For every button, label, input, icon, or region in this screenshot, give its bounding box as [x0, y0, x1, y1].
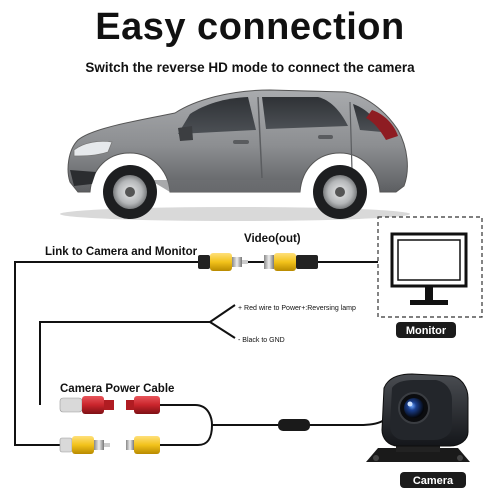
monitor-illustration: [377, 216, 483, 318]
page-subtitle: Switch the reverse HD mode to connect th…: [85, 60, 415, 75]
ferrite-core: [278, 419, 310, 431]
camera-label: Camera: [413, 475, 454, 487]
red-wire-label: + Red wire to Power+:Reversing lamp: [238, 305, 356, 312]
monitor-label: Monitor: [406, 325, 447, 337]
rca-connector-top-left: [198, 253, 248, 271]
rca-connector-bottom-left: [59, 436, 110, 454]
power-connector-right: [126, 396, 160, 414]
power-cable-label: Camera Power Cable: [60, 383, 174, 395]
black-wire-label: - Black to GND: [238, 337, 285, 344]
video-out-label: Video(out): [244, 233, 301, 245]
power-connector-left: [59, 396, 114, 414]
rca-connector-top-right: [264, 253, 318, 271]
link-label: Link to Camera and Monitor: [45, 246, 198, 258]
rca-connector-bottom-right: [126, 436, 160, 454]
camera-illustration: [366, 373, 470, 462]
camera-badge: Camera: [400, 472, 466, 488]
car-illustration: [60, 89, 410, 221]
page-title: Easy connection: [95, 6, 405, 48]
monitor-badge: Monitor: [396, 322, 456, 338]
wiring: [14, 261, 393, 446]
